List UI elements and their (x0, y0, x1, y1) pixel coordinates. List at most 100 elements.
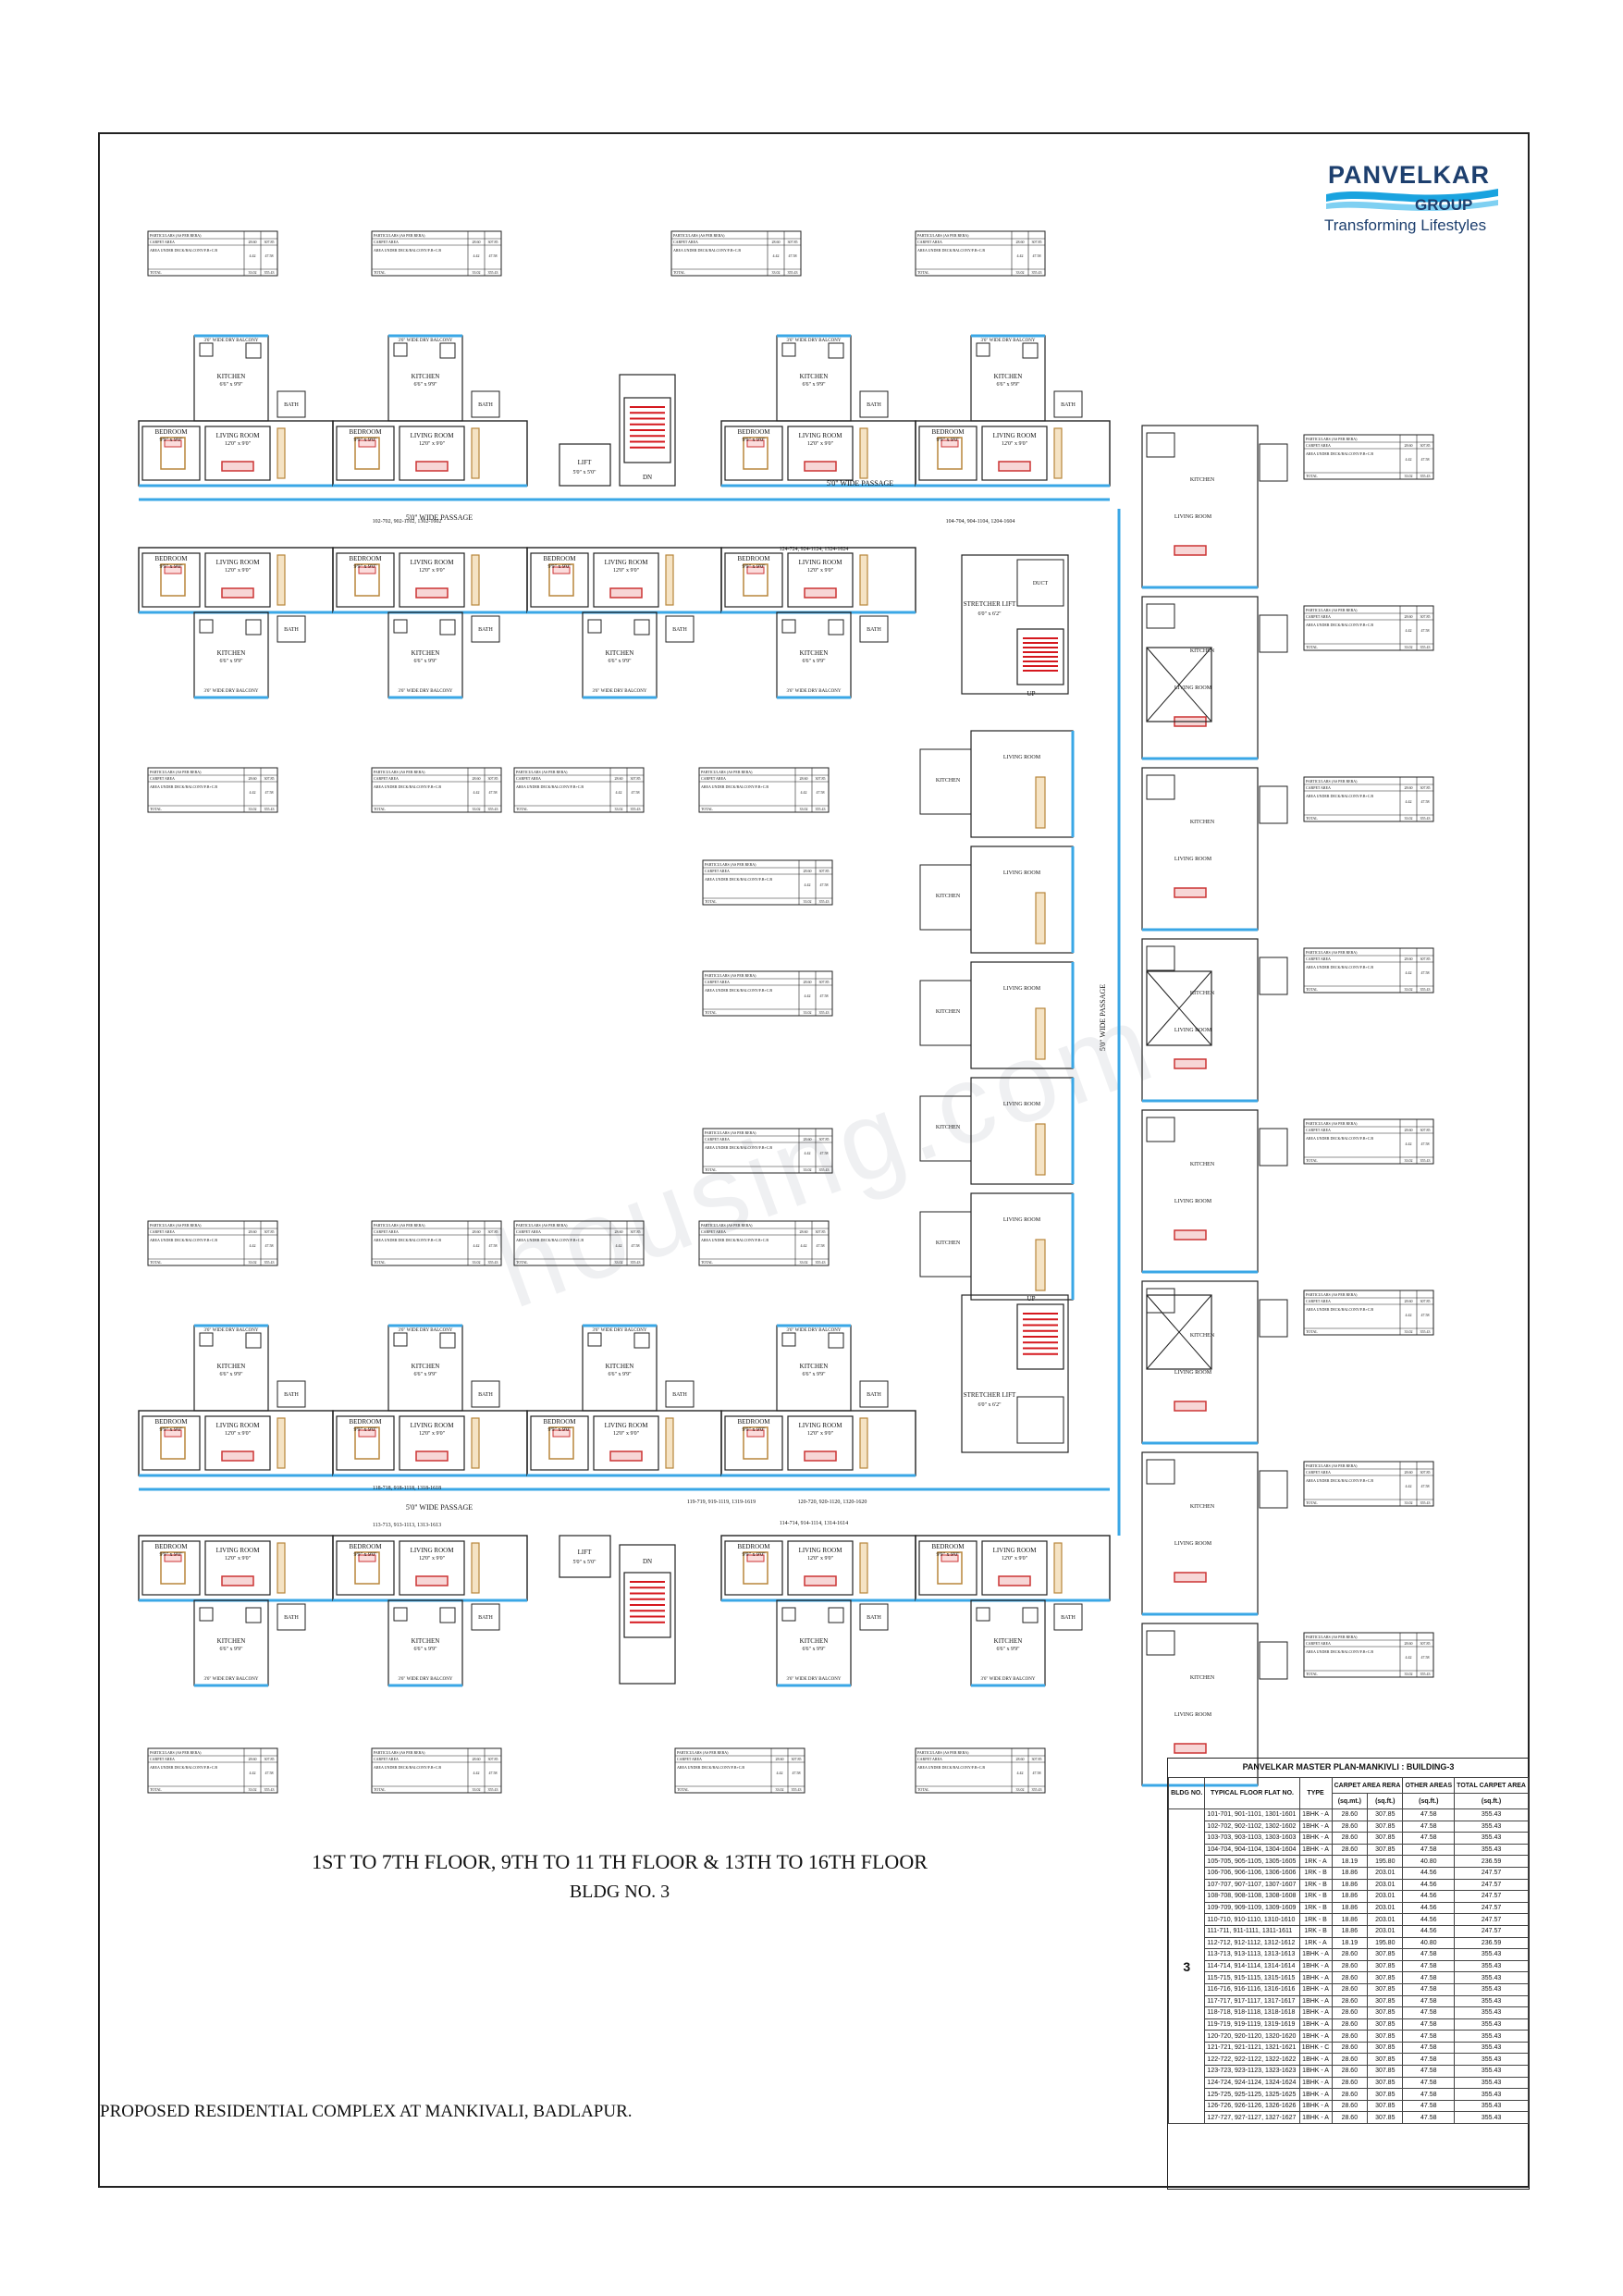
schedule-cell: 355.43 (1454, 2088, 1529, 2101)
unit-u13-wardrobe (277, 1542, 286, 1594)
unit-u16-living (981, 1540, 1048, 1596)
area-bot1-osqm: 4.42 (473, 1771, 480, 1775)
unit-u1-kitchen-label: KITCHEN (217, 373, 246, 380)
schedule-cell: 28.60 (1331, 1982, 1369, 1996)
area-mid1-t: TOTAL (374, 807, 386, 811)
schedule-cell: 122-722, 922-1122, 1322-1622 (1204, 2053, 1300, 2067)
unit-tag-2: 124-724, 924-1124, 1324-1624 (780, 547, 849, 552)
tower-lift-1 (1146, 970, 1212, 1046)
unit-u7-living (593, 552, 659, 608)
area-r5-t: TOTAL (1306, 1329, 1318, 1334)
area-r2 (1303, 776, 1434, 822)
unit-u12-kitchen-label: KITCHEN (800, 1363, 829, 1370)
area-r2-csqm: 28.60 (1405, 785, 1413, 790)
area-mid1-tsqft: 355.43 (488, 807, 498, 811)
unit-u9-sofa (221, 1450, 254, 1462)
unit-u8-kitchen-label: KITCHEN (800, 649, 829, 657)
area-low0-osqm: 4.42 (250, 1243, 256, 1248)
area-c1-osqft: 47.58 (820, 994, 829, 998)
tower-kitchen-label-4: KITCHEN (1190, 1162, 1215, 1167)
col-sqft: (sq.ft.) (1367, 1793, 1404, 1809)
tower-living-label-7: LIVING ROOM (1174, 1712, 1212, 1718)
rk-kitchen-label-3: KITCHEN (936, 1125, 961, 1130)
unit-u10-bedroom-size: 9'9" x 9'0" (353, 1427, 377, 1433)
area-low1-t: TOTAL (374, 1260, 386, 1265)
unit-u1-bedroom-size: 9'9" x 9'0" (159, 438, 183, 443)
schedule-cell: 1BHK - A (1298, 1971, 1333, 1984)
tower-unit-0 (1141, 425, 1259, 588)
unit-u1-sofa (221, 461, 254, 472)
area-r0-csqm: 28.60 (1405, 443, 1413, 448)
schedule-cell: 203.01 (1367, 1878, 1404, 1892)
area-top0-tsqm: 33.02 (249, 270, 257, 275)
unit-u4-bedroom-size: 9'9" x 9'0" (936, 438, 960, 443)
schedule-cell: 47.58 (1402, 2041, 1456, 2055)
area-low2-o1: AREA UNDER DECK/BALCONY/F.B+C.B (516, 1238, 584, 1242)
tower-unit-5 (1141, 1280, 1259, 1444)
tower-bath-7 (1146, 1630, 1175, 1656)
tower-living-label-0: LIVING ROOM (1174, 514, 1212, 520)
rk-kitchen-4 (919, 1211, 972, 1278)
area-mid1-csqm: 28.60 (473, 776, 481, 781)
unit-tag-1: 104-704, 904-1104, 1204-1604 (946, 519, 1015, 525)
area-bot3-tsqft: 355.43 (1032, 1787, 1042, 1792)
schedule-cell: 1RK - B (1298, 1866, 1333, 1880)
unit-u6-living (399, 552, 465, 608)
rk-kitchen-label-0: KITCHEN (936, 778, 961, 784)
area-bot0-c: CARPET AREA (150, 1757, 175, 1761)
area-r4-c: CARPET AREA (1306, 1128, 1331, 1132)
tower-bath-6 (1146, 1459, 1175, 1485)
area-r2-h: PARTICULARS (AS PER RERA) (1306, 779, 1358, 784)
area-r0-tsqm: 33.02 (1405, 474, 1413, 478)
tower-balcony-2 (1259, 785, 1288, 824)
unit-u10-kitchen-label: KITCHEN (412, 1363, 440, 1370)
area-mid0-csqft: 307.85 (264, 776, 275, 781)
area-c2-o1: AREA UNDER DECK/BALCONY/F.B+C.B (705, 1145, 772, 1150)
area-low2-osqft: 47.58 (632, 1243, 640, 1248)
unit-u2-bedroom-size: 9'9" x 9'0" (353, 438, 377, 443)
schedule-cell: 47.58 (1402, 1832, 1456, 1845)
area-bot2-o1: AREA UNDER DECK/BALCONY/F.B+C.B (677, 1765, 744, 1770)
unit-u3-bed-pillow (746, 439, 765, 448)
schedule-cell: 104-704, 904-1104, 1304-1604 (1204, 1843, 1300, 1857)
schedule-cell: 28.60 (1331, 1971, 1369, 1984)
stretcher-bot-label: STRETCHER LIFT (964, 1391, 1016, 1399)
unit-u14-bath-room (471, 1603, 500, 1631)
schedule-cell: 1BHK - A (1298, 2065, 1333, 2078)
unit-u3-sofa (804, 461, 837, 472)
schedule-cell: 203.01 (1367, 1866, 1404, 1880)
area-top3-osqft: 47.58 (1033, 253, 1041, 258)
unit-u1-bath-room (277, 390, 306, 418)
unit-u8-bath-room (859, 615, 889, 643)
unit-u7-bedroom-label: BEDROOM (543, 555, 576, 562)
area-c0-tsqm: 33.02 (804, 899, 812, 904)
unit-u7-bath-room (665, 615, 695, 643)
unit-u11-balcony-label: 3'6" WIDE DRY BALCONY (593, 1328, 647, 1333)
schedule-cell: 236.59 (1454, 1936, 1529, 1950)
schedule-cell: 18.86 (1331, 1866, 1369, 1880)
tower-sofa-4 (1174, 1229, 1207, 1241)
area-r5-csqft: 307.85 (1420, 1299, 1431, 1303)
area-r2-csqft: 307.85 (1420, 785, 1431, 790)
unit-tag-4: 119-719, 919-1119, 1319-1619 (687, 1500, 756, 1505)
unit-u10-wc (393, 1332, 408, 1347)
area-r4-t: TOTAL (1306, 1158, 1318, 1163)
unit-u4-living-label: LIVING ROOM (993, 432, 1038, 439)
schedule-cell: 1BHK - A (1298, 1832, 1333, 1845)
schedule-cell: 1RK - B (1298, 1913, 1333, 1926)
unit-u15-bath (828, 1607, 844, 1623)
schedule-cell: 1BHK - A (1298, 1843, 1333, 1857)
unit-u3-bath (828, 342, 844, 359)
schedule-cell: 307.85 (1367, 2030, 1404, 2043)
unit-u6-living-label: LIVING ROOM (411, 559, 455, 566)
unit-u2-bedroom (336, 426, 395, 481)
up-top: UP (1027, 690, 1036, 697)
area-r1 (1303, 605, 1434, 651)
unit-u2-bath-room (471, 390, 500, 418)
lift-top-label: LIFT (578, 459, 593, 466)
schedule-cell: 47.58 (1402, 2088, 1456, 2101)
area-mid1-osqft: 47.58 (489, 790, 498, 795)
unit-u1-bed-pillow (164, 439, 182, 448)
